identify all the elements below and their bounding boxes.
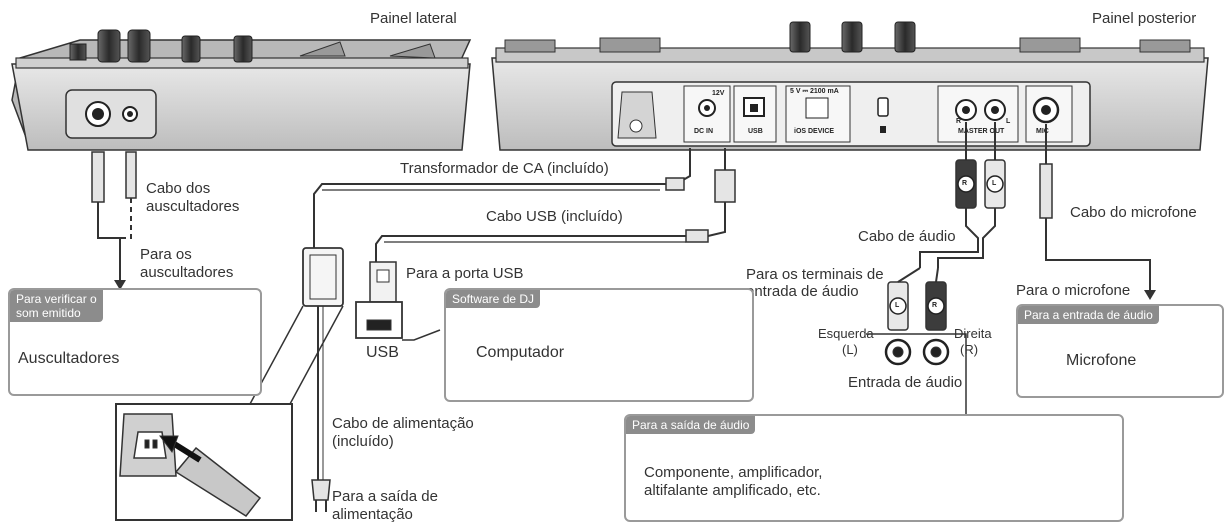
audio-output-box-header: Para a saída de áudio bbox=[626, 416, 756, 434]
usb-cable bbox=[369, 148, 736, 303]
rear-panel-label: Painel posterior bbox=[1092, 10, 1197, 27]
headphone-cable-label-1: Cabo dos bbox=[146, 180, 211, 197]
side-panel-controller bbox=[11, 29, 472, 151]
usb-label: USB bbox=[366, 344, 399, 361]
plug-letter-l-bottom: L bbox=[895, 302, 900, 309]
audio-output-label-1: Componente, amplificador, bbox=[644, 464, 823, 481]
headphones-header-line1: Para verificar o bbox=[16, 292, 97, 306]
headphones-box: Para verificar o som emitido Auscultador… bbox=[8, 288, 262, 396]
right-channel-label-1: Direita bbox=[954, 326, 992, 341]
headphones-header-line2: som emitido bbox=[16, 306, 81, 320]
dj-software-box-header: Software de DJ bbox=[446, 290, 541, 308]
to-usb-port-label: Para a porta USB bbox=[406, 265, 524, 282]
audio-output-label-2: altifalante amplificado, etc. bbox=[644, 482, 821, 499]
mic-cable-label: Cabo do microfone bbox=[1070, 204, 1197, 221]
ac-adapter-label: Transformador de CA (incluído) bbox=[400, 160, 609, 177]
audio-output-box: Para a saída de áudio Componente, amplif… bbox=[624, 414, 1124, 522]
dj-software-box: Software de DJ Computador bbox=[444, 288, 754, 402]
master-r-marking: R bbox=[956, 118, 962, 125]
headphones-label: Auscultadores bbox=[18, 350, 120, 367]
usb-cable-label: Cabo USB (incluído) bbox=[486, 208, 623, 225]
headphones-box-header: Para verificar o som emitido bbox=[10, 290, 103, 322]
mic-arrow bbox=[1144, 290, 1156, 300]
usb-socket bbox=[355, 301, 441, 341]
rear-panel-controller bbox=[491, 21, 1209, 151]
power-inset bbox=[115, 403, 293, 521]
dc-in-marking: DC IN bbox=[694, 128, 714, 135]
to-mic-label: Para o microfone bbox=[1016, 282, 1131, 299]
headphone-cable-label-2: auscultadores bbox=[146, 198, 240, 215]
master-l-marking: L bbox=[1006, 118, 1011, 125]
headphones-arrow bbox=[114, 280, 126, 290]
to-outlet-label-2: alimentação bbox=[332, 506, 413, 523]
to-headphones-label-2: auscultadores bbox=[140, 264, 234, 281]
ios-spec-marking: 5 V ⎓ 2100 mA bbox=[790, 88, 839, 95]
plug-letter-markers bbox=[889, 175, 1004, 315]
left-channel-label-1: Esquerda bbox=[818, 326, 874, 341]
dc-voltage-marking: 12V bbox=[712, 90, 725, 97]
left-channel-label-2: (L) bbox=[842, 342, 858, 357]
master-out-marking: MASTER OUT bbox=[958, 128, 1005, 135]
to-audio-input-label-2: entrada de áudio bbox=[746, 283, 859, 300]
plug-letter-r-top: R bbox=[962, 180, 968, 187]
audio-cable-label: Cabo de áudio bbox=[858, 228, 956, 245]
ios-device-marking: iOS DEVICE bbox=[794, 128, 835, 135]
usb-port-marking: USB bbox=[748, 128, 763, 135]
computer-label: Computador bbox=[476, 344, 565, 361]
power-cable-label-1: Cabo de alimentação bbox=[332, 415, 474, 432]
right-channel-label-2: (R) bbox=[960, 342, 979, 357]
audio-input-label: Entrada de áudio bbox=[848, 374, 963, 391]
side-panel-label: Painel lateral bbox=[370, 10, 457, 27]
mic-marking: MIC bbox=[1036, 128, 1049, 135]
mic-input-box-header: Para a entrada de áudio bbox=[1018, 306, 1159, 324]
plug-letter-l-top: L bbox=[992, 180, 997, 187]
mic-input-box: Para a entrada de áudio Microfone bbox=[1016, 304, 1224, 398]
to-outlet-label-1: Para a saída de bbox=[332, 488, 438, 505]
microphone-cable bbox=[1039, 124, 1151, 294]
to-audio-input-label-1: Para os terminais de bbox=[746, 266, 884, 283]
headphone-cable bbox=[91, 151, 137, 284]
microphone-label: Microfone bbox=[1066, 352, 1137, 369]
ac-adapter-cable bbox=[313, 148, 691, 248]
plug-letter-r-bottom: R bbox=[932, 302, 938, 309]
to-headphones-label-1: Para os bbox=[140, 246, 192, 263]
power-cable-label-2: (incluído) bbox=[332, 433, 394, 450]
